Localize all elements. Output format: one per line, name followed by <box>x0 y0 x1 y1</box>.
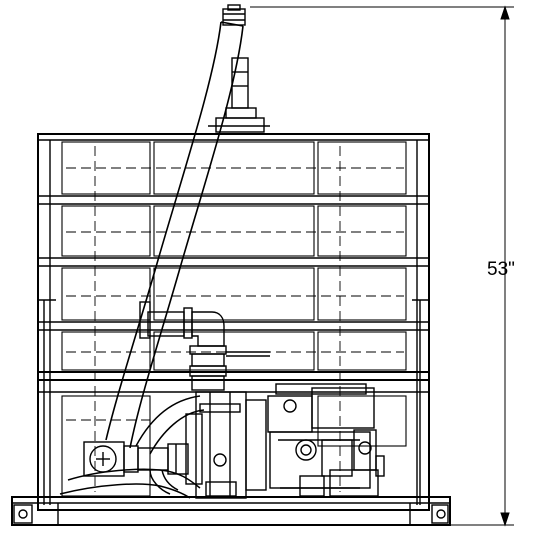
discharge-hose <box>105 21 244 449</box>
suction-elbow <box>139 301 270 391</box>
height-dimension-label: 53" <box>487 259 515 280</box>
cage-frame <box>37 133 430 511</box>
tote-tank <box>61 141 407 497</box>
inlet-coupling <box>83 441 189 477</box>
engine <box>267 383 385 497</box>
dimension-line <box>250 5 514 527</box>
top-fitting <box>222 4 246 26</box>
lower-hose <box>59 395 205 499</box>
tank-top-valve <box>208 57 270 133</box>
pump-body <box>185 391 267 499</box>
base-skid <box>11 496 451 526</box>
